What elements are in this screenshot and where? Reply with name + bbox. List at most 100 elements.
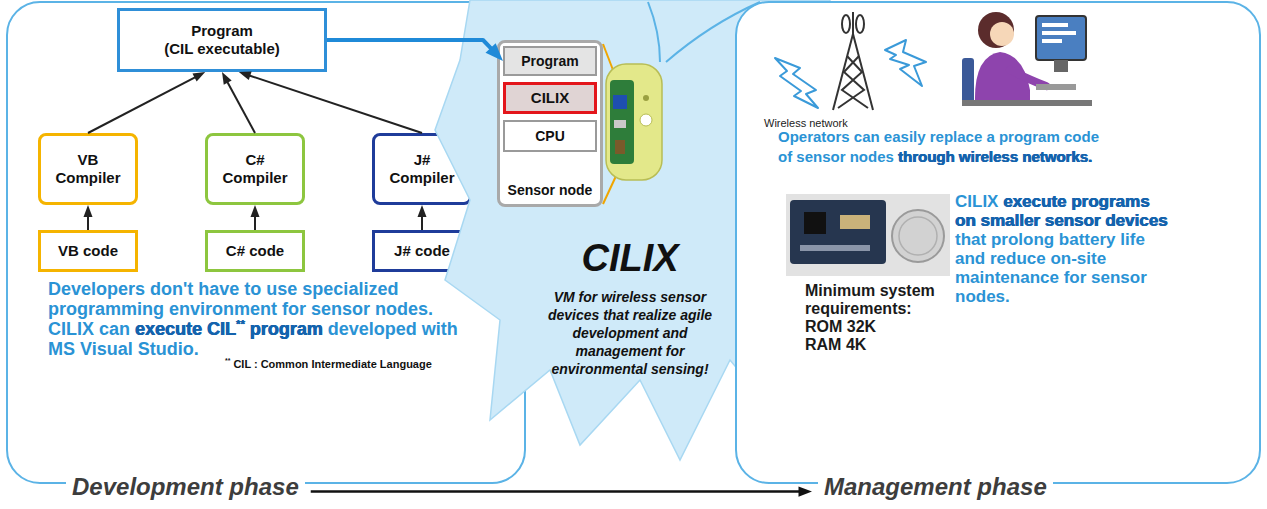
arrow-head	[799, 486, 813, 496]
text-line: ** CIL : Common Intermediate Language	[225, 357, 432, 371]
cilix-description: VM for wireless sensor devices that real…	[548, 289, 712, 377]
text-line: on smaller sensor devices that prolong b…	[955, 211, 1174, 306]
text-group: CILIX	[532, 236, 728, 280]
description-text: on smaller sensor devices	[955, 211, 1168, 230]
description-text: CILIX	[955, 192, 998, 211]
text-line: ROM 32K	[805, 318, 945, 336]
box-content: VB Compiler	[41, 136, 135, 202]
source-code-box: C# code	[205, 230, 305, 272]
box-label: VB Compiler	[51, 151, 125, 187]
description-text: execute programs	[1003, 192, 1149, 211]
arrow-connector	[88, 72, 205, 133]
text-group: ** CIL : Common Intermediate Language	[225, 357, 432, 371]
leader-line	[603, 176, 616, 204]
text-group: Developers don't have to use specialized…	[48, 279, 473, 319]
phase-heading: Management phase	[818, 473, 1053, 500]
lightning-symbol	[885, 40, 926, 86]
text-group: Development phase	[66, 473, 305, 501]
text-line: Developers don't have to use specialized…	[48, 279, 473, 319]
requirement-text: ROM 32K	[805, 318, 876, 335]
sensor-node-stack: Sensor node ProgramCILIX CPU	[497, 40, 603, 207]
box-content: CILIX	[506, 85, 594, 111]
text-line: CILIX	[532, 236, 728, 280]
box-content: Program	[505, 48, 595, 74]
text-group: VM for wireless sensor devices that real…	[532, 288, 728, 378]
arrow-head	[192, 72, 205, 82]
arrow-head	[84, 205, 93, 217]
arrow-head	[239, 72, 252, 81]
lightning-symbol	[775, 58, 818, 108]
box-label: CPU	[535, 127, 565, 145]
description-text: execute CIL	[135, 319, 236, 339]
text-line: Sensor node	[497, 181, 603, 199]
arrow-line	[87, 216, 89, 230]
footnote-text: CIL : Common Intermediate Language	[233, 358, 431, 370]
stack-layer: CPU	[503, 120, 597, 152]
arrow-line	[254, 216, 256, 230]
description-text: CILIX can	[48, 319, 130, 339]
arrow-connector	[311, 486, 812, 496]
bubble-tail	[648, 2, 660, 62]
program-file-box: Program(CIL executable)	[117, 8, 327, 72]
text-group: CILIX can execute CIL** program develope…	[48, 319, 473, 359]
description-text: that prolong battery life and reduce on-…	[955, 230, 1147, 306]
bubble-tail	[666, 2, 760, 62]
text-group: Minimum system requirements:ROM 32KRAM 4…	[805, 282, 945, 354]
description-text: **	[236, 318, 245, 330]
antenna-tower	[833, 12, 873, 110]
box-content: C# Compiler	[208, 136, 302, 202]
text-line: RAM 4K	[805, 336, 945, 354]
box-content: Program(CIL executable)	[120, 11, 324, 69]
text-group: Sensor node	[497, 181, 603, 199]
box-label: VB code	[58, 242, 118, 260]
arrow-connector	[84, 205, 93, 230]
arrow-head	[486, 43, 503, 61]
arrow-head	[418, 205, 427, 217]
footnote-text: **	[225, 357, 230, 364]
arrow-line	[88, 77, 195, 133]
device-photo	[786, 194, 950, 276]
arrow-connector	[327, 40, 503, 61]
compiler-box: VB Compiler	[38, 133, 138, 205]
operator-figure	[962, 12, 1092, 106]
stack-layer: CILIX	[503, 82, 597, 114]
requirement-text: RAM 4K	[805, 336, 866, 353]
text-group: CILIX execute programson smaller sensor …	[955, 192, 1174, 306]
box-content: C# code	[208, 233, 302, 269]
arrow-line	[249, 75, 422, 133]
phase-panel: Operators can easily replace a program c…	[735, 1, 1261, 484]
arrow-head	[222, 72, 232, 85]
compiler-box: C# Compiler	[205, 133, 305, 205]
box-label: CILIX	[531, 89, 569, 107]
phase-heading: Development phase	[66, 473, 305, 500]
phase-panel: Developers don't have to use specialized…	[6, 1, 526, 484]
sensor-photo	[606, 64, 662, 180]
arrow-connector	[222, 72, 255, 133]
box-content: CPU	[505, 122, 595, 150]
stack-layer: Program	[503, 46, 597, 76]
network-label: Wireless network	[764, 117, 848, 129]
arrow-connector	[239, 72, 422, 133]
box-label: Program	[191, 22, 253, 40]
box-label: C# Compiler	[218, 151, 292, 187]
arrow-head	[251, 205, 260, 217]
arrow-line	[227, 82, 255, 133]
text-line: Minimum system requirements:	[805, 282, 945, 318]
text-line: CILIX can execute CIL** program develope…	[48, 319, 473, 359]
arrow-line	[327, 40, 491, 49]
box-label: Program	[521, 52, 579, 70]
text-group: Operators can easily replace a program c…	[778, 127, 1110, 167]
box-label: C# code	[226, 242, 284, 260]
text-line: VM for wireless sensor devices that real…	[532, 288, 728, 378]
label-wrapper: Wireless network	[764, 113, 848, 131]
source-code-box: VB code	[38, 230, 138, 272]
text-line: CILIX execute programs	[955, 192, 1174, 211]
arrow-line	[311, 490, 800, 493]
arrow-connector	[418, 205, 427, 230]
description-text: Developers don't have to use specialized…	[48, 279, 433, 319]
cilix-title: CILIX	[581, 237, 678, 279]
arrow-line	[421, 216, 423, 230]
requirement-text: Minimum system requirements:	[805, 282, 935, 317]
